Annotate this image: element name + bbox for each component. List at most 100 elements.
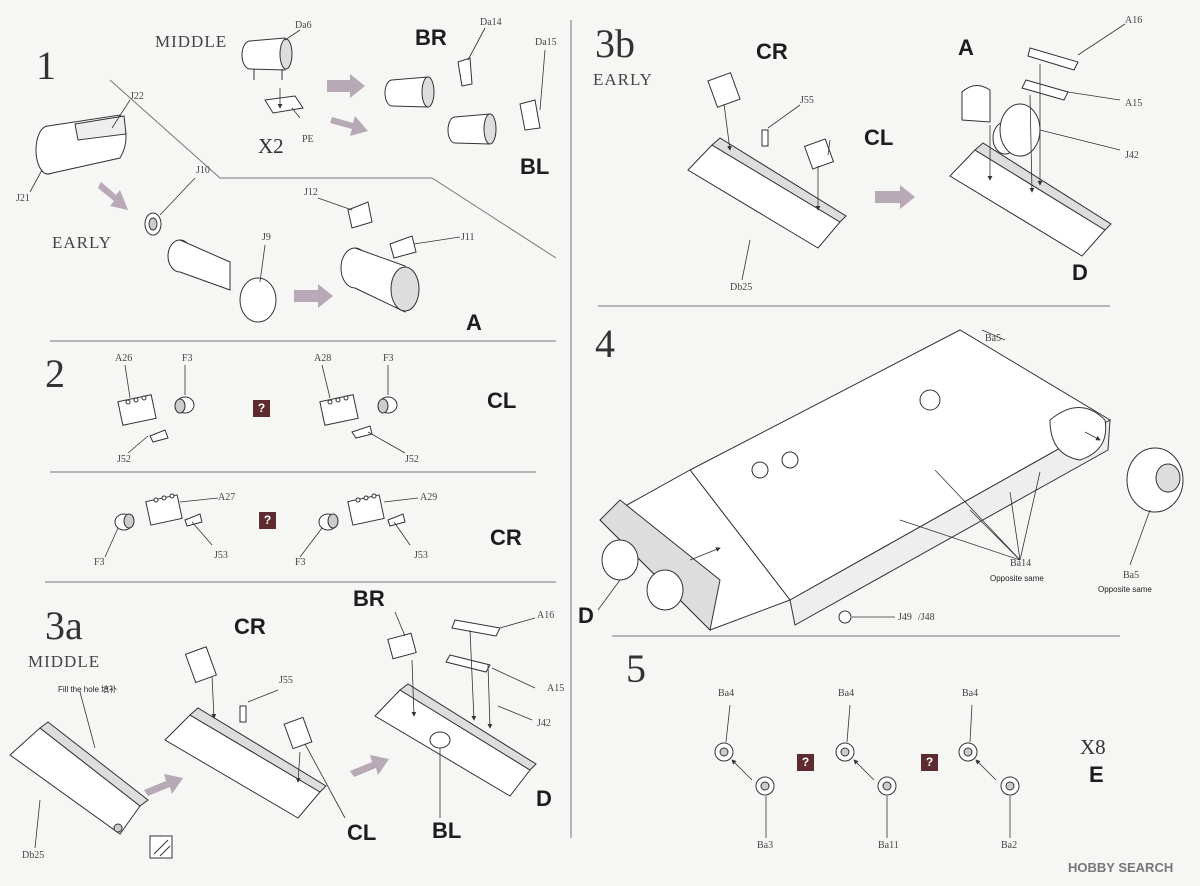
part-label-f3: F3	[182, 353, 193, 364]
part-label-ba11: Ba11	[878, 840, 899, 851]
step-number-3a: 3a	[45, 603, 83, 648]
part-label-ba4: Ba4	[962, 688, 979, 699]
part-label-j48: /J48	[918, 612, 935, 623]
part-label-f3: F3	[383, 353, 394, 364]
part-label-a28: A28	[314, 353, 332, 364]
assembly-label-a: A	[466, 310, 482, 335]
part-label-ba4: Ba4	[838, 688, 855, 699]
part-ba4-ba11	[835, 742, 897, 796]
assembly-label-cl: CL	[864, 125, 894, 150]
part-a28-assembly	[319, 394, 398, 439]
question-mark-icon: ?	[259, 512, 276, 529]
part-label-f3: F3	[295, 557, 306, 568]
step-number-3b: 3b	[595, 21, 635, 66]
part-label-j21: J21	[16, 193, 30, 204]
assembly-label-e: E	[1089, 762, 1104, 787]
part-label-ba4: Ba4	[718, 688, 735, 699]
part-j10	[144, 212, 162, 236]
hull-side-3a-final	[374, 619, 537, 797]
assembly-arrows	[98, 74, 915, 796]
variant-early-label: EARLY	[52, 233, 112, 252]
stamp-icon	[149, 835, 173, 859]
part-label-da6: Da6	[295, 20, 312, 31]
part-label-ba5: Ba5	[1123, 570, 1140, 581]
assembly-label-br: BR	[353, 586, 385, 611]
variant-middle-label: MIDDLE	[28, 652, 101, 671]
part-label-a29: A29	[420, 492, 438, 503]
part-label-j12: J12	[304, 187, 318, 198]
question-mark-icon: ?	[797, 754, 814, 771]
step-number-2: 2	[45, 351, 65, 396]
part-label-j22: J22	[130, 91, 144, 102]
part-label-da14: Da14	[480, 17, 502, 28]
hull-side-3a-mid	[164, 646, 327, 819]
hull-main-step4	[599, 329, 1184, 632]
part-label-j52: J52	[405, 454, 419, 465]
part-label-j9: J9	[262, 232, 271, 243]
assembly-label-a: A	[958, 35, 974, 60]
hull-side-db25-3a	[9, 721, 149, 835]
part-label-j52: J52	[117, 454, 131, 465]
assembly-label-bl: BL	[432, 818, 462, 843]
part-label-j53: J53	[214, 550, 228, 561]
part-j21-j22	[35, 114, 127, 175]
part-label-j10: J10	[196, 165, 210, 176]
part-label-da15: Da15	[535, 37, 557, 48]
assembly-label-bl: BL	[520, 154, 550, 179]
part-bl-assembly	[447, 99, 541, 145]
variant-early-label: EARLY	[593, 70, 653, 89]
leader-lines	[29, 23, 1151, 849]
part-label-a16: A16	[537, 610, 555, 621]
part-j9-cylinder	[167, 239, 277, 323]
part-label-j53: J53	[414, 550, 428, 561]
assembly-label-d: D	[536, 786, 552, 811]
part-ba4-ba3	[714, 742, 775, 796]
part-da6	[241, 37, 304, 114]
assembly-label-cr: CR	[490, 525, 522, 550]
fill-hole-note: Fill the hole 填补	[58, 685, 118, 694]
assembly-label-cl: CL	[347, 820, 377, 845]
part-label-pe: PE	[302, 134, 314, 145]
part-label-a15: A15	[547, 683, 565, 694]
assembly-label-d: D	[578, 603, 594, 628]
assembly-label-d: D	[1072, 260, 1088, 285]
part-label-j11: J11	[461, 232, 475, 243]
part-label-a15: A15	[1125, 98, 1143, 109]
part-label-j42: J42	[537, 718, 551, 729]
part-label-ba5-top: Ba5	[985, 333, 1002, 344]
part-label-f3: F3	[94, 557, 105, 568]
part-a26-assembly	[117, 394, 195, 443]
question-mark-icon: ?	[921, 754, 938, 771]
part-label-ba2: Ba2	[1001, 840, 1018, 851]
part-ba4-ba2	[958, 742, 1020, 796]
part-label-a16: A16	[1125, 15, 1143, 26]
variant-middle-label: MIDDLE	[155, 32, 228, 51]
part-br-assembly	[384, 57, 473, 108]
part-label-j55: J55	[800, 95, 814, 106]
hull-side-3b-final	[949, 47, 1112, 257]
quantity-x8: X8	[1080, 735, 1106, 759]
part-label-j55: J55	[279, 675, 293, 686]
hull-side-db25-3b	[687, 72, 847, 249]
step-number-1: 1	[36, 43, 56, 88]
part-label-a27: A27	[218, 492, 236, 503]
part-label-db25: Db25	[22, 850, 45, 861]
part-a27-assembly	[114, 493, 203, 531]
part-label-db25: Db25	[730, 282, 753, 293]
opposite-same-note: Opposite same	[990, 574, 1044, 583]
assembly-label-cr: CR	[234, 614, 266, 639]
step-number-5: 5	[626, 646, 646, 691]
quantity-x2: X2	[258, 134, 284, 158]
assembly-label-br: BR	[415, 25, 447, 50]
watermark-logo: HOBBY SEARCH	[1068, 860, 1174, 875]
assembly-label-cr: CR	[756, 39, 788, 64]
part-label-ba3: Ba3	[757, 840, 774, 851]
part-a29-assembly	[318, 493, 406, 531]
step-number-4: 4	[595, 321, 615, 366]
assembly-label-cl: CL	[487, 388, 517, 413]
part-j11-j12-assembly	[340, 201, 420, 313]
part-label-ba14: Ba14	[1010, 558, 1032, 569]
question-mark-icon: ?	[253, 400, 270, 417]
part-label-j49: J49	[898, 612, 912, 623]
